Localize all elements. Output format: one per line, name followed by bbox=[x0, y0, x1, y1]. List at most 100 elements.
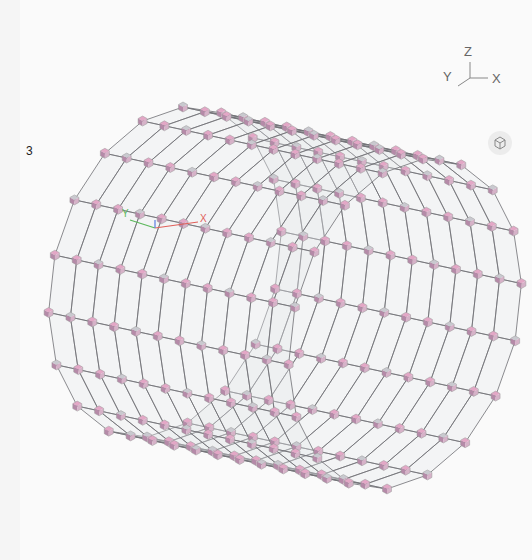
mesh-node-marker bbox=[379, 460, 388, 470]
mesh-node-marker bbox=[72, 255, 81, 265]
mesh-node-marker bbox=[148, 436, 157, 446]
mesh-node-marker bbox=[291, 448, 300, 458]
mesh-node-marker bbox=[395, 424, 404, 434]
mesh-node-marker bbox=[266, 121, 275, 131]
mesh-face bbox=[401, 154, 461, 165]
mesh-node-marker bbox=[465, 217, 474, 227]
mesh-node-marker bbox=[226, 434, 235, 444]
mesh-node-marker bbox=[273, 344, 282, 354]
mesh-face bbox=[273, 247, 314, 307]
mesh-node-marker bbox=[423, 317, 432, 327]
mesh-node-marker bbox=[447, 382, 456, 392]
mesh-node-marker bbox=[213, 450, 222, 460]
mesh-node-marker bbox=[364, 245, 373, 255]
mesh-node-marker bbox=[383, 484, 392, 494]
mesh-node-marker bbox=[461, 438, 470, 448]
mesh-node-marker bbox=[310, 247, 319, 257]
mesh-node-marker bbox=[435, 155, 444, 165]
mesh-node-marker bbox=[356, 163, 365, 173]
mesh-node-marker bbox=[201, 223, 210, 233]
axis-label: Y bbox=[443, 70, 452, 83]
mesh-node-marker bbox=[251, 339, 260, 349]
view-cube-button bbox=[488, 131, 512, 155]
mesh-node-marker bbox=[451, 264, 460, 274]
mesh-node-marker bbox=[469, 386, 478, 396]
mesh-node-marker bbox=[313, 184, 322, 194]
mesh-node-marker bbox=[360, 363, 369, 373]
mesh-node-marker bbox=[422, 207, 431, 217]
mesh-node-marker bbox=[161, 384, 170, 394]
mesh-node-marker bbox=[382, 367, 391, 377]
mesh-node-marker bbox=[160, 420, 169, 430]
mesh-node-marker bbox=[317, 353, 326, 363]
mesh-node-marker bbox=[244, 116, 253, 126]
mesh-node-marker bbox=[473, 269, 482, 279]
mesh-node-marker bbox=[44, 307, 53, 317]
mesh-face bbox=[267, 302, 295, 364]
axis-label: X bbox=[200, 214, 207, 224]
mesh-node-marker bbox=[175, 336, 184, 346]
mesh-node-marker bbox=[159, 274, 168, 284]
mesh-node-marker bbox=[321, 236, 330, 246]
mesh-node-marker bbox=[338, 358, 347, 368]
mesh-node-marker bbox=[373, 419, 382, 429]
mesh-node-marker bbox=[126, 431, 135, 441]
mesh-node-marker bbox=[225, 135, 234, 145]
mesh-node-marker bbox=[223, 228, 232, 238]
mesh-face bbox=[474, 336, 515, 396]
mesh-node-marker bbox=[439, 433, 448, 443]
mesh-node-marker bbox=[144, 158, 153, 168]
mesh-node-marker bbox=[50, 250, 59, 260]
mesh-node-marker bbox=[244, 233, 253, 243]
mesh-node-marker bbox=[378, 198, 387, 208]
callout-number: 3 bbox=[26, 145, 33, 157]
mesh-node-marker bbox=[423, 470, 432, 480]
mesh-node-marker bbox=[247, 293, 256, 303]
mesh-node-marker bbox=[200, 107, 209, 117]
mesh-node-marker bbox=[313, 453, 322, 463]
mesh-node-marker bbox=[402, 312, 411, 322]
mesh-node-marker bbox=[138, 116, 147, 126]
mesh-face bbox=[323, 168, 383, 205]
mesh-node-marker bbox=[279, 464, 288, 474]
mesh-node-marker bbox=[401, 166, 410, 176]
mesh-node-marker bbox=[358, 303, 367, 313]
mesh-node-marker bbox=[253, 181, 262, 191]
mesh-face bbox=[275, 412, 318, 458]
mesh-node-marker bbox=[344, 478, 353, 488]
mesh-node-marker bbox=[426, 377, 435, 387]
mesh-node-marker bbox=[297, 191, 306, 201]
mesh-node-marker bbox=[408, 255, 417, 265]
mesh-face bbox=[493, 279, 521, 341]
mesh-node-marker bbox=[96, 369, 105, 379]
mesh-node-marker bbox=[209, 172, 218, 182]
mesh-face bbox=[293, 201, 345, 252]
mesh-node-marker bbox=[401, 465, 410, 475]
mesh-node-marker bbox=[225, 288, 234, 298]
mesh-node-marker bbox=[286, 400, 295, 410]
axis-triad bbox=[458, 62, 488, 86]
mesh-node-marker bbox=[138, 415, 147, 425]
mesh-node-marker bbox=[284, 359, 293, 369]
cylinder-mesh bbox=[44, 102, 526, 494]
mesh-node-marker bbox=[110, 322, 119, 332]
mesh-node-marker bbox=[334, 159, 343, 169]
mesh-node-marker bbox=[397, 149, 406, 159]
mesh-node-marker bbox=[430, 260, 439, 270]
axis-label: Z bbox=[464, 45, 472, 58]
mesh-node-marker bbox=[94, 260, 103, 270]
mesh-node-marker bbox=[331, 135, 340, 145]
mesh-face bbox=[439, 160, 492, 190]
mesh-node-marker bbox=[88, 317, 97, 327]
mesh-node-marker bbox=[183, 388, 192, 398]
mesh-node-marker bbox=[157, 214, 166, 224]
mesh-node-marker bbox=[487, 221, 496, 231]
mesh-node-marker bbox=[269, 144, 278, 154]
mesh-node-marker bbox=[292, 412, 301, 422]
mesh-node-marker bbox=[419, 154, 428, 164]
mesh-node-marker bbox=[491, 391, 500, 401]
mesh-node-marker bbox=[488, 185, 497, 195]
mesh-node-marker bbox=[114, 204, 123, 214]
axis-label: Y bbox=[122, 209, 129, 219]
mesh-node-marker bbox=[266, 237, 275, 247]
